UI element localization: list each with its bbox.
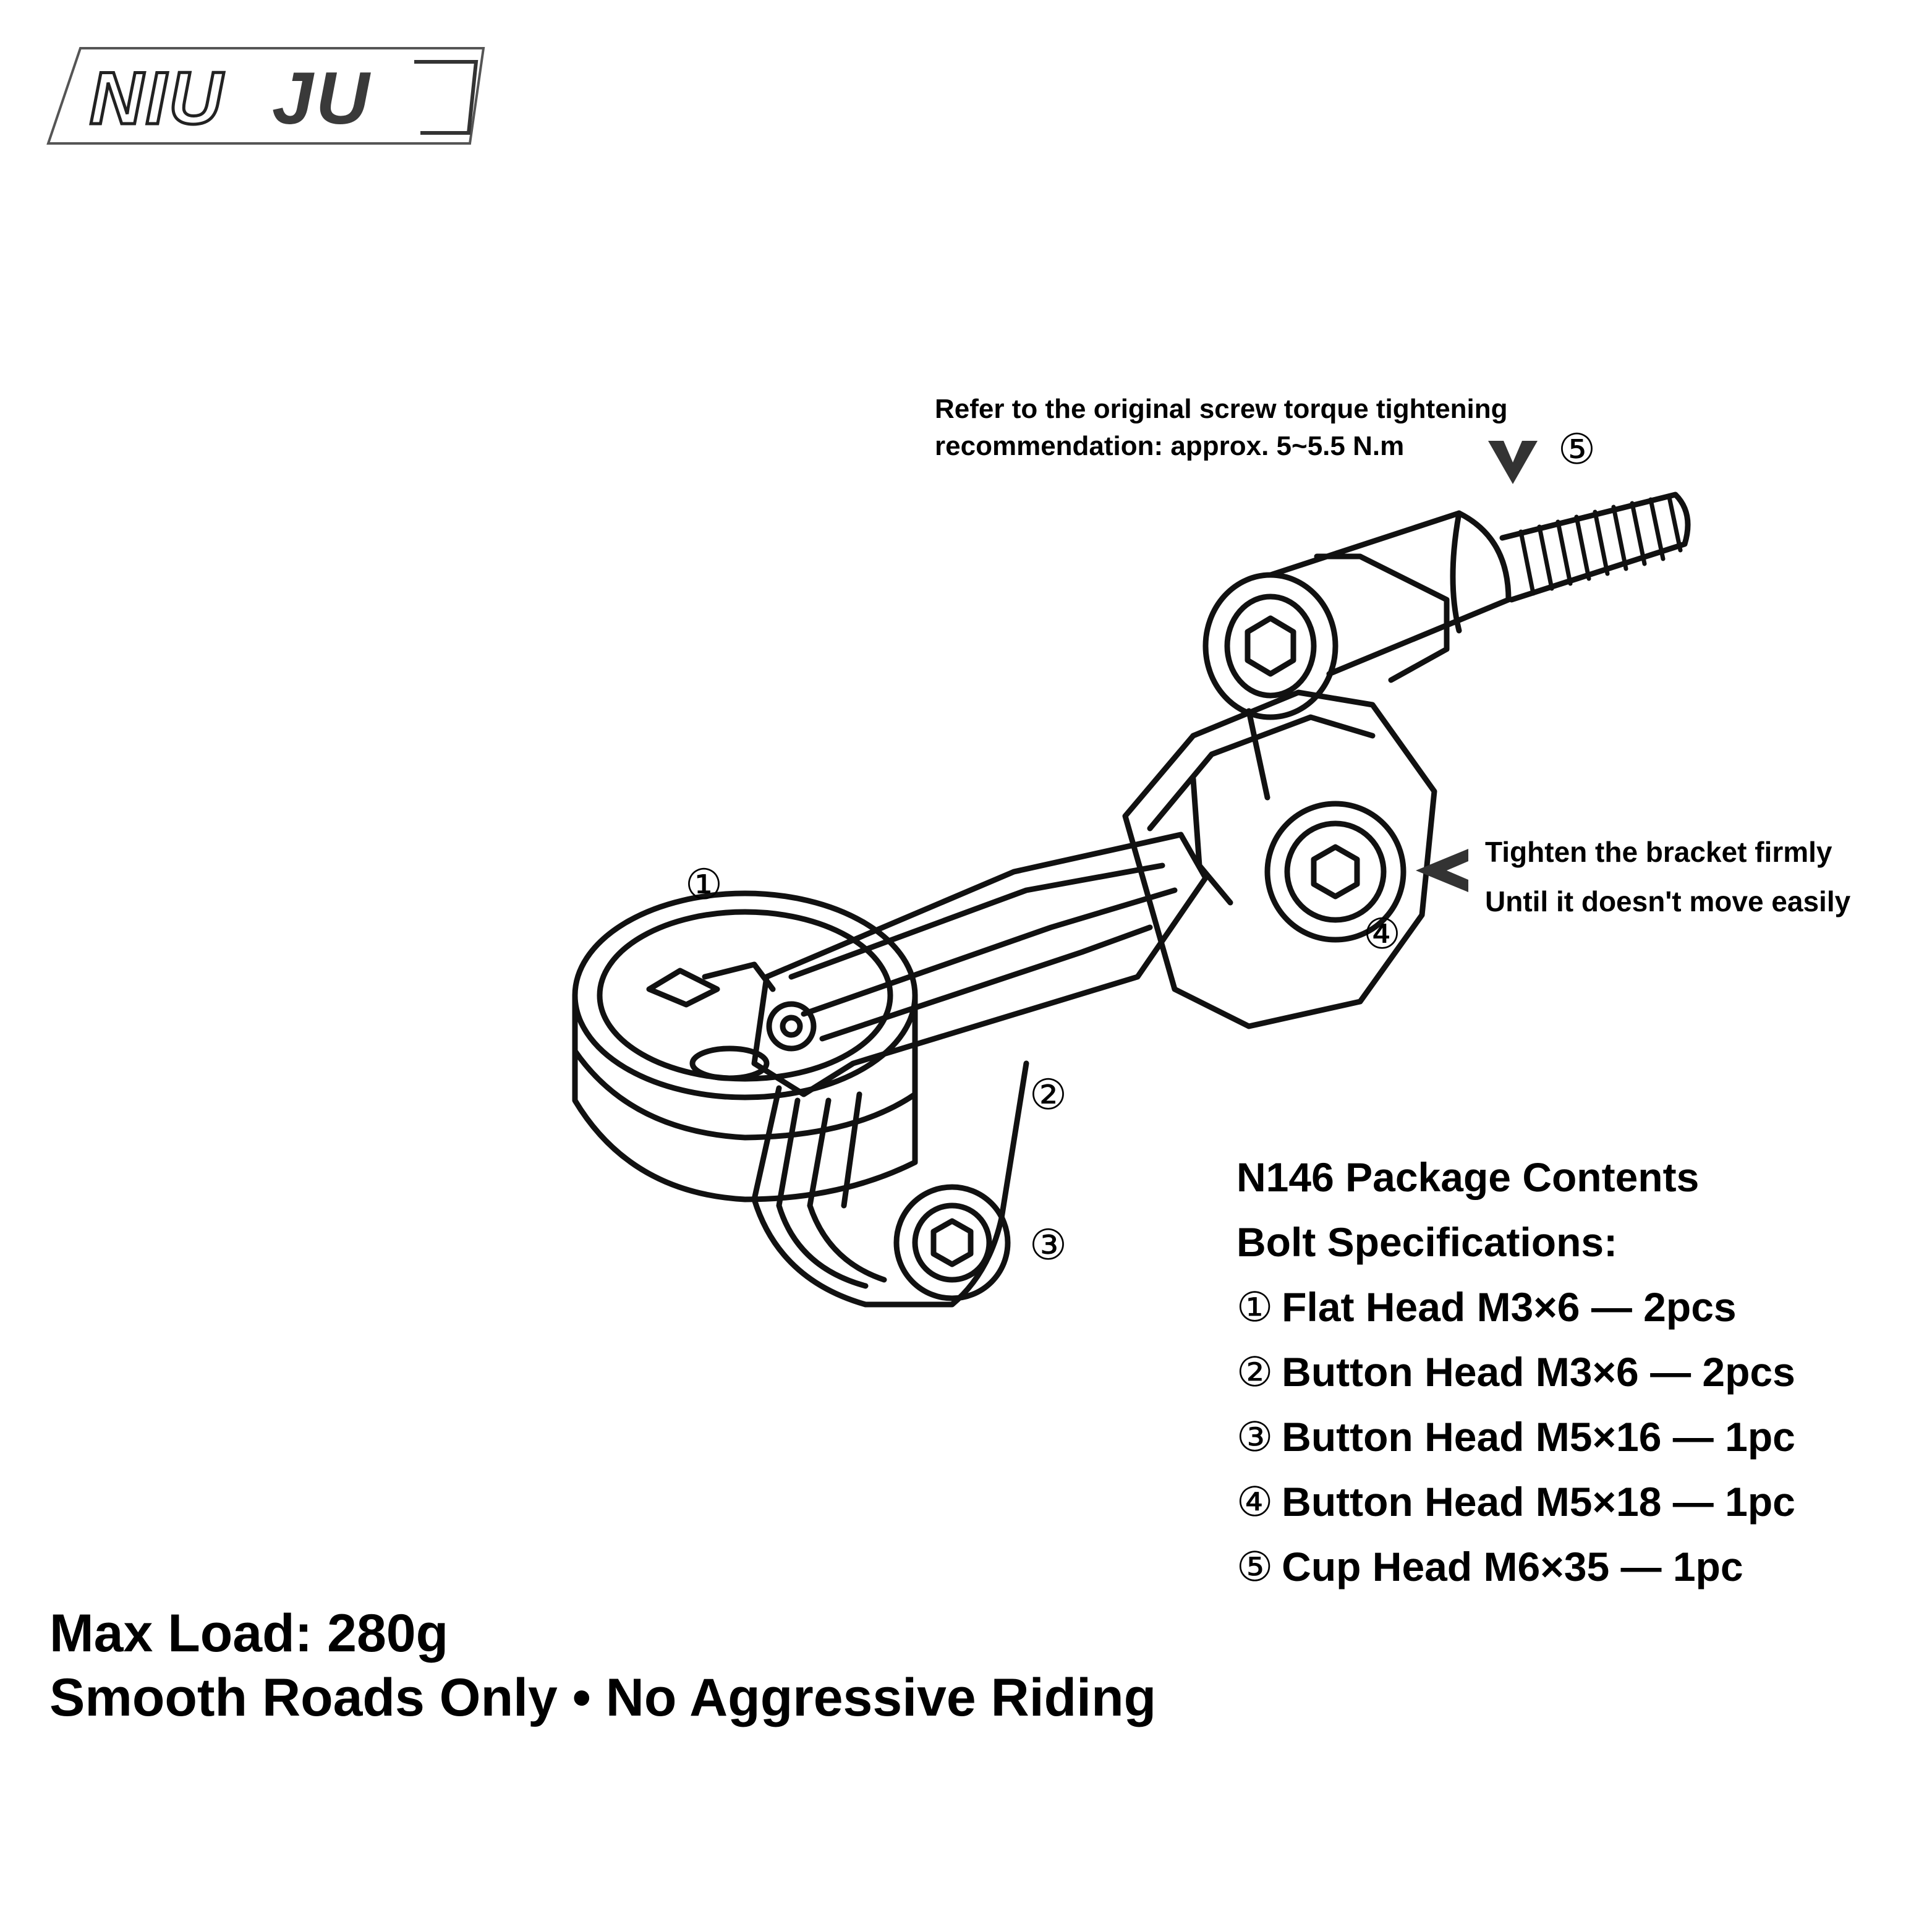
torque-note-line2: recommendation: approx. 5~5.5 N.m	[935, 431, 1405, 461]
callout-5: ⑤	[1558, 425, 1596, 474]
torque-note: Refer to the original screw torque tight…	[935, 391, 1508, 465]
max-load-text: Max Load: 280g	[49, 1604, 449, 1663]
riding-warning-text: Smooth Roads Only • No Aggressive Riding	[49, 1668, 1157, 1727]
bolt-threads	[1518, 495, 1683, 596]
callout-4: ④	[1363, 910, 1401, 959]
spec-item-label: Cup Head M6×35 — 1pc	[1282, 1544, 1743, 1589]
callout-1: ①	[685, 861, 723, 909]
computer-cradle	[572, 890, 918, 1202]
callout-3: ③	[1029, 1221, 1067, 1270]
clamp-block	[1122, 553, 1450, 1029]
bracket-note: Tighten the bracket firmly Until it does…	[1485, 827, 1850, 926]
usage-warning: Max Load: 280g Smooth Roads Only • No Ag…	[49, 1601, 1156, 1730]
spec-item-label: Button Head M5×18 — 1pc	[1282, 1479, 1795, 1525]
brand-logo: NIU JU	[46, 47, 485, 145]
logo-text-ju: JU	[272, 57, 372, 140]
spec-item-number: ①	[1236, 1283, 1274, 1331]
product-drawing	[572, 492, 1691, 1308]
spec-item-number: ④	[1236, 1478, 1274, 1526]
spec-item-label: Button Head M5×16 — 1pc	[1282, 1414, 1795, 1460]
bracket-note-line2: Until it doesn't move easily	[1485, 885, 1851, 917]
package-title: N146 Package Contents	[1236, 1154, 1700, 1200]
spec-item-number: ③	[1236, 1413, 1274, 1461]
spec-item-number: ⑤	[1236, 1543, 1274, 1591]
spec-item-label: Button Head M3×6 — 2pcs	[1282, 1349, 1795, 1395]
arrow-left-icon	[1416, 849, 1468, 892]
arrow-down-icon	[1488, 441, 1538, 484]
gopro-mount	[751, 1060, 1029, 1308]
bracket-note-line1: Tighten the bracket firmly	[1485, 836, 1832, 868]
spec-item-label: Flat Head M3×6 — 2pcs	[1282, 1284, 1737, 1330]
torque-note-line1: Refer to the original screw torque tight…	[935, 394, 1508, 424]
package-contents: N146 Package Contents Bolt Specification…	[1236, 1145, 1795, 1599]
logo-text-niu: NIU	[90, 57, 225, 140]
spec-item-number: ②	[1236, 1348, 1274, 1396]
mount-arm	[751, 832, 1209, 1097]
callout-2: ②	[1029, 1071, 1067, 1120]
package-subtitle: Bolt Specifications:	[1236, 1219, 1618, 1265]
cup-head-bolt	[1202, 492, 1691, 720]
